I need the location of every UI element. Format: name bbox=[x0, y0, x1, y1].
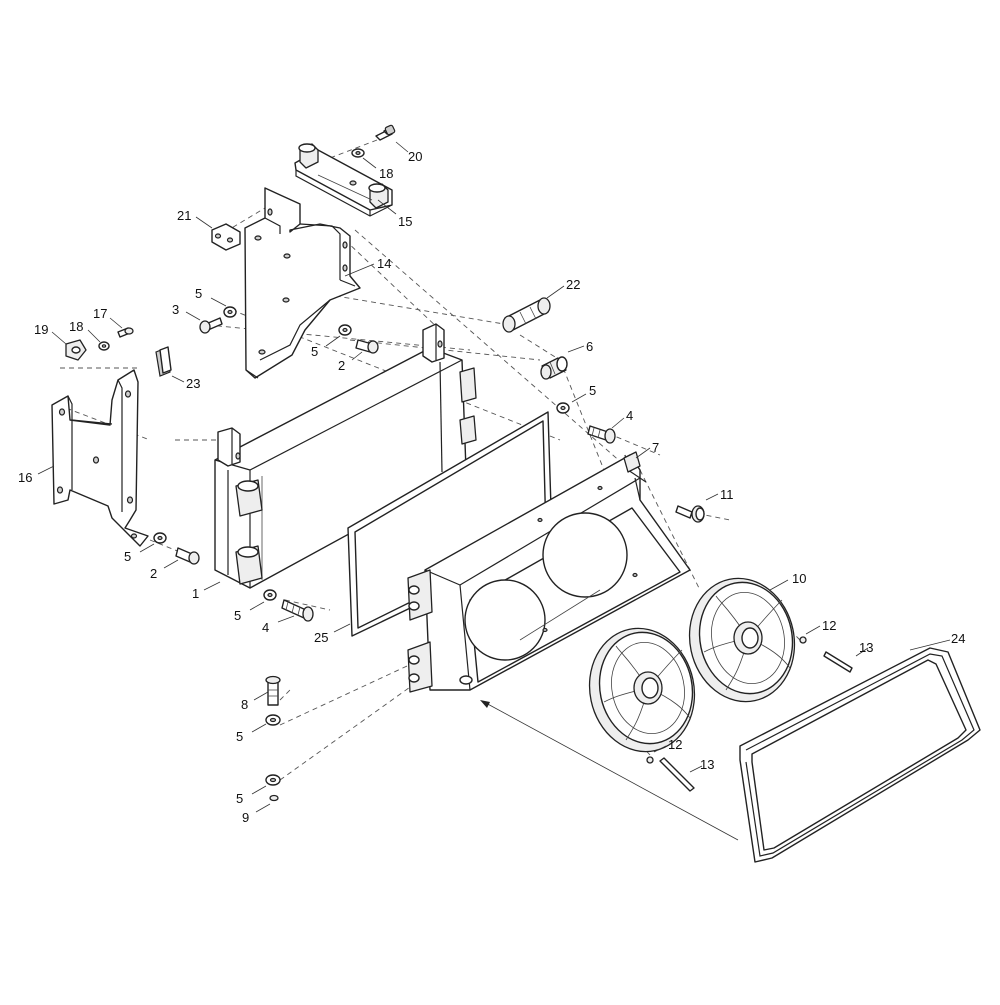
callout-16: 16 bbox=[18, 470, 32, 485]
callout-1: 1 bbox=[192, 586, 199, 601]
callout-7: 7 bbox=[652, 440, 659, 455]
callout-13: 13 bbox=[700, 757, 714, 772]
callout-5: 5 bbox=[195, 286, 202, 301]
part-12-nut-upper bbox=[799, 636, 807, 644]
part-20-screw bbox=[375, 124, 396, 141]
callout-19: 19 bbox=[34, 322, 48, 337]
part-17-screw bbox=[117, 327, 134, 338]
callout-14: 14 bbox=[377, 256, 391, 271]
callout-labels: 20 18 15 21 14 22 5 3 17 18 19 5 2 6 23 … bbox=[18, 149, 965, 825]
part-3-screw bbox=[199, 317, 223, 334]
part-9-nut bbox=[269, 794, 279, 802]
part-15-top-bar bbox=[294, 143, 393, 217]
callout-5: 5 bbox=[236, 729, 243, 744]
part-18-washer-left bbox=[98, 341, 110, 351]
part-6-fitting bbox=[540, 356, 568, 380]
callout-20: 20 bbox=[408, 149, 422, 164]
callout-2: 2 bbox=[150, 566, 157, 581]
callout-4: 4 bbox=[262, 620, 269, 635]
callout-11: 11 bbox=[720, 487, 734, 502]
callout-22: 22 bbox=[566, 277, 580, 292]
part-2-bolt-upper bbox=[355, 339, 379, 354]
part-23-clip bbox=[155, 346, 172, 377]
callout-5: 5 bbox=[236, 791, 243, 806]
assembly-arrow-line bbox=[483, 701, 739, 841]
callout-5: 5 bbox=[234, 608, 241, 623]
callout-5: 5 bbox=[124, 549, 131, 564]
assembly-arrow-head bbox=[480, 700, 490, 708]
leader-lines bbox=[37, 141, 951, 813]
callout-2: 2 bbox=[338, 358, 345, 373]
callout-4: 4 bbox=[626, 408, 633, 423]
callout-25: 25 bbox=[314, 630, 328, 645]
part-21-small-bracket bbox=[211, 223, 241, 251]
part-4-bolt-lower bbox=[281, 599, 314, 622]
part-25-gasket bbox=[347, 411, 553, 637]
part-10-fan-left bbox=[588, 627, 696, 753]
callout-17: 17 bbox=[93, 306, 107, 321]
callout-15: 15 bbox=[398, 214, 412, 229]
part-2-bolt-lower bbox=[175, 547, 200, 565]
part-8-bolt bbox=[265, 675, 281, 706]
callout-23: 23 bbox=[186, 376, 200, 391]
callout-5: 5 bbox=[311, 344, 318, 359]
part-10-fan-right bbox=[688, 577, 796, 703]
callout-12: 12 bbox=[822, 618, 836, 633]
callout-13: 13 bbox=[859, 640, 873, 655]
part-18-washer-top bbox=[351, 148, 365, 158]
part-19-clip bbox=[65, 339, 87, 361]
callout-6: 6 bbox=[586, 339, 593, 354]
part-16-left-bracket bbox=[51, 369, 149, 547]
part-12-nut-lower bbox=[646, 756, 654, 764]
callout-3: 3 bbox=[172, 302, 179, 317]
part-7-fan-shroud bbox=[407, 451, 691, 693]
callout-18: 18 bbox=[379, 166, 393, 181]
part-5-washers bbox=[153, 306, 570, 786]
callout-18: 18 bbox=[69, 319, 83, 334]
part-13-rod-lower bbox=[659, 757, 695, 792]
part-14-large-bracket bbox=[244, 187, 361, 379]
callout-24: 24 bbox=[951, 631, 965, 646]
callout-21: 21 bbox=[177, 208, 191, 223]
part-24-seal-frame bbox=[739, 647, 981, 863]
part-4-bolt-upper bbox=[587, 425, 616, 444]
callout-10: 10 bbox=[792, 571, 806, 586]
part-22-fitting bbox=[502, 297, 551, 333]
part-13-rod-upper bbox=[823, 651, 853, 673]
callout-9: 9 bbox=[242, 810, 249, 825]
callout-8: 8 bbox=[241, 697, 248, 712]
callout-5: 5 bbox=[589, 383, 596, 398]
part-11-screw bbox=[675, 505, 705, 523]
callout-12: 12 bbox=[668, 737, 682, 752]
